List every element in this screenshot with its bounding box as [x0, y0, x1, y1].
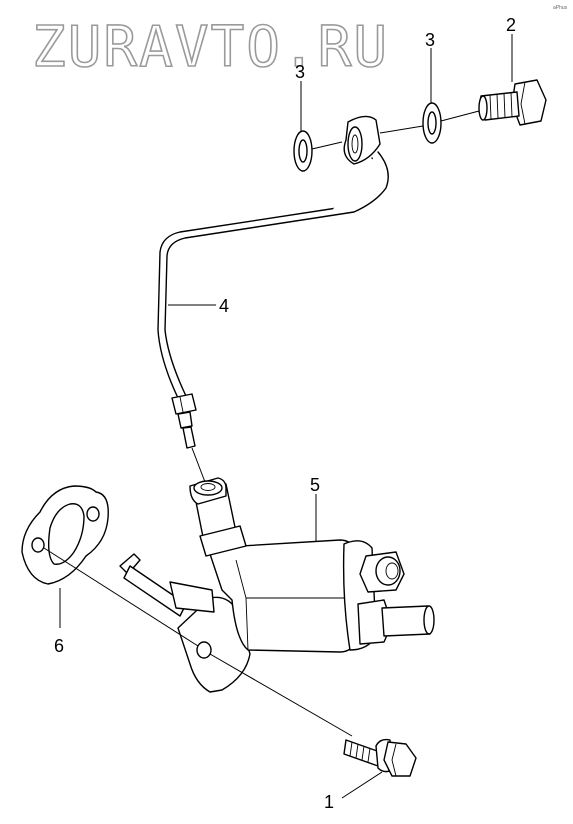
watermark-text: ZURAVTO.RU [32, 15, 389, 80]
vacuum-pump [119, 477, 435, 693]
callout-2: 2 [506, 15, 516, 35]
callout-4: 4 [219, 296, 229, 316]
oil-feed-pipe [157, 115, 389, 449]
callout-1: 1 [324, 792, 334, 812]
callout-6: 6 [54, 636, 64, 656]
callout-3a: 3 [295, 62, 305, 82]
flange-gasket [21, 485, 109, 585]
sealing-washer-right [422, 102, 442, 144]
callout-1-leader [341, 771, 383, 799]
banjo-bolt [478, 79, 547, 126]
flange-bolt [343, 738, 417, 777]
callout-5: 5 [310, 475, 320, 495]
sealing-washer-left [293, 130, 313, 172]
callout-3b: 3 [425, 30, 435, 50]
corner-mark: aPhus [553, 5, 568, 11]
